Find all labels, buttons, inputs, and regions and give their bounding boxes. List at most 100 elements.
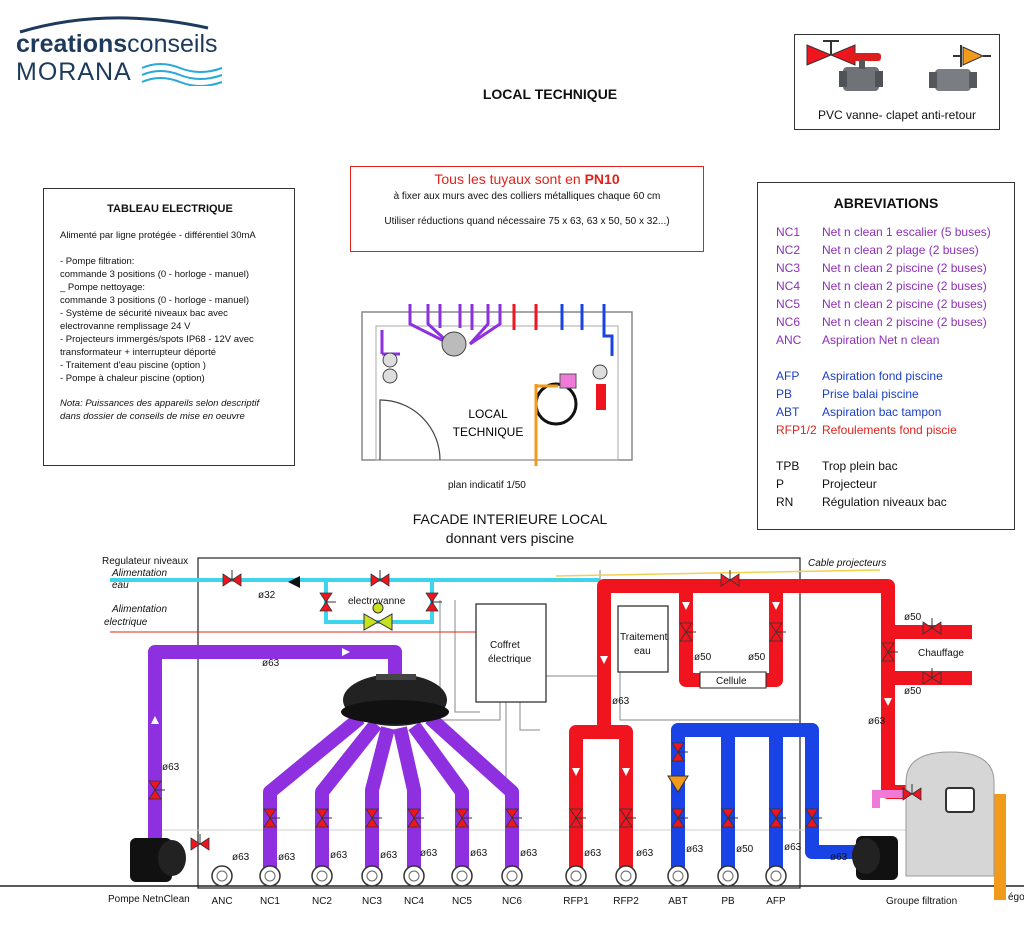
outlet-fitting-inner bbox=[216, 870, 228, 882]
outlet-label: AFP bbox=[766, 896, 786, 907]
diameter-label: ø50 bbox=[748, 652, 766, 663]
abbreviations-title: ABREVIATIONS bbox=[833, 195, 939, 211]
electrical-panel-title: TABLEAU ELECTRIQUE bbox=[107, 203, 233, 215]
outlet-label: NC2 bbox=[312, 896, 332, 907]
diameter-label: ø63 bbox=[470, 848, 488, 859]
diameter-label: ø50 bbox=[736, 844, 754, 855]
diameter-label: ø63 bbox=[868, 716, 886, 727]
electrical-panel: TABLEAU ELECTRIQUE Alimenté par ligne pr… bbox=[43, 188, 295, 466]
diameter-label: ø63 bbox=[520, 848, 538, 859]
valve-icon bbox=[619, 808, 636, 828]
abbreviation-code: AFP bbox=[776, 369, 800, 383]
outlet-label: NC5 bbox=[452, 896, 472, 907]
groupe-filtration-label: Groupe filtration bbox=[886, 896, 957, 907]
valve-icon bbox=[190, 834, 210, 851]
ego-label: égo bbox=[1008, 892, 1024, 903]
outlet-fitting-inner bbox=[570, 870, 582, 882]
page-title: LOCAL TECHNIQUE bbox=[482, 86, 618, 102]
outlet-label: RFP2 bbox=[613, 896, 639, 907]
valve-icon bbox=[679, 622, 696, 642]
alim-elec-label-1: Alimentation bbox=[111, 604, 167, 615]
valve-legend: PVC vanne- clapet anti-retour bbox=[794, 34, 1000, 130]
abbreviation-code: ANC bbox=[776, 333, 802, 347]
valve-icon bbox=[263, 808, 280, 828]
outlet-fitting-inner bbox=[366, 870, 378, 882]
outlet-fitting-inner bbox=[316, 870, 328, 882]
diameter-label: ø63 bbox=[380, 850, 398, 861]
abbreviation-code: NC6 bbox=[776, 315, 801, 329]
alim-elec-label-2: electrique bbox=[104, 617, 148, 628]
cellule-box bbox=[699, 671, 767, 689]
cable-label: Cable projecteurs bbox=[808, 558, 886, 569]
plan-caption: plan indicatif 1/50 bbox=[448, 480, 526, 491]
logo-text: creationsconseils bbox=[16, 30, 218, 58]
abt-check-valve-icon bbox=[667, 775, 689, 793]
facade-title: FACADE INTERIEURE LOCAL donnant vers pis… bbox=[370, 510, 650, 548]
diameter-label: ø63 bbox=[612, 696, 630, 707]
abbreviation-row: AFP Aspiration fond piscine bbox=[758, 369, 1014, 387]
abbreviation-code: RN bbox=[776, 495, 794, 509]
abbreviation-code: NC5 bbox=[776, 297, 801, 311]
diameter-label: ø63 bbox=[420, 848, 438, 859]
valve-icon bbox=[505, 808, 522, 828]
valve-icon bbox=[222, 570, 242, 587]
abbreviation-desc: Net n clean 2 piscine (2 buses) bbox=[822, 279, 987, 293]
outlet-fitting-inner bbox=[264, 870, 276, 882]
valve-icon bbox=[315, 808, 332, 828]
valve-icon bbox=[922, 618, 942, 635]
valve-icon bbox=[671, 742, 688, 762]
outlet-fitting-inner bbox=[722, 870, 734, 882]
valve-icon bbox=[902, 784, 922, 801]
valve-symbol-icon bbox=[806, 40, 856, 66]
pipes-note-title: Tous les tuyaux sont en PN10 bbox=[434, 171, 620, 187]
abbreviation-desc: Aspiration fond piscine bbox=[822, 369, 943, 383]
valves bbox=[148, 570, 942, 851]
outlet-fitting bbox=[259, 865, 281, 887]
valve-icon bbox=[922, 668, 942, 685]
valve-icon bbox=[721, 808, 738, 828]
valve-icon bbox=[319, 592, 336, 612]
abbreviation-desc: Prise balai piscine bbox=[822, 387, 919, 401]
valve-icon bbox=[769, 808, 786, 828]
outlet-fittings bbox=[211, 865, 787, 887]
outlet-fitting bbox=[615, 865, 637, 887]
coffret-electrique-box bbox=[475, 603, 547, 703]
coffret-label-1: Coffret bbox=[490, 640, 520, 651]
valve-icon bbox=[671, 808, 688, 828]
pompe-netnclean-label: Pompe NetnClean bbox=[108, 894, 190, 905]
diameter-label: ø63 bbox=[636, 848, 654, 859]
traitement-label-2: eau bbox=[634, 646, 651, 657]
sand-filter-icon bbox=[905, 751, 995, 877]
outlet-fitting bbox=[667, 865, 689, 887]
outlet-fitting bbox=[765, 865, 787, 887]
valve-icon bbox=[407, 808, 424, 828]
electrical-panel-items: - Pompe filtration: commande 3 positions… bbox=[60, 256, 254, 384]
abbreviation-desc: Net n clean 2 piscine (2 buses) bbox=[822, 315, 987, 329]
outlet-fitting bbox=[451, 865, 473, 887]
abbreviation-desc: Projecteur bbox=[822, 477, 877, 491]
diameter-label: ø50 bbox=[904, 686, 922, 697]
abbreviation-row: NC6 Net n clean 2 piscine (2 buses) bbox=[758, 315, 1014, 333]
outlet-label: ANC bbox=[211, 896, 232, 907]
outlet-fitting-inner bbox=[456, 870, 468, 882]
outlet-label: RFP1 bbox=[563, 896, 589, 907]
outlet-fitting-inner bbox=[620, 870, 632, 882]
pvc-valve-icon bbox=[839, 53, 883, 91]
chauffage-label: Chauffage bbox=[918, 648, 964, 659]
valve-icon bbox=[370, 570, 390, 587]
outlet-label: NC1 bbox=[260, 896, 280, 907]
cellule-label: Cellule bbox=[716, 676, 747, 687]
outlet-label: PB bbox=[721, 896, 735, 907]
pipes-note-fixing: à fixer aux murs avec des colliers métal… bbox=[393, 191, 661, 202]
valve-icon bbox=[455, 808, 472, 828]
blue-pipes bbox=[671, 723, 872, 880]
outlet-fitting-inner bbox=[672, 870, 684, 882]
check-valve-icon bbox=[929, 69, 977, 91]
abbreviation-code: NC3 bbox=[776, 261, 801, 275]
